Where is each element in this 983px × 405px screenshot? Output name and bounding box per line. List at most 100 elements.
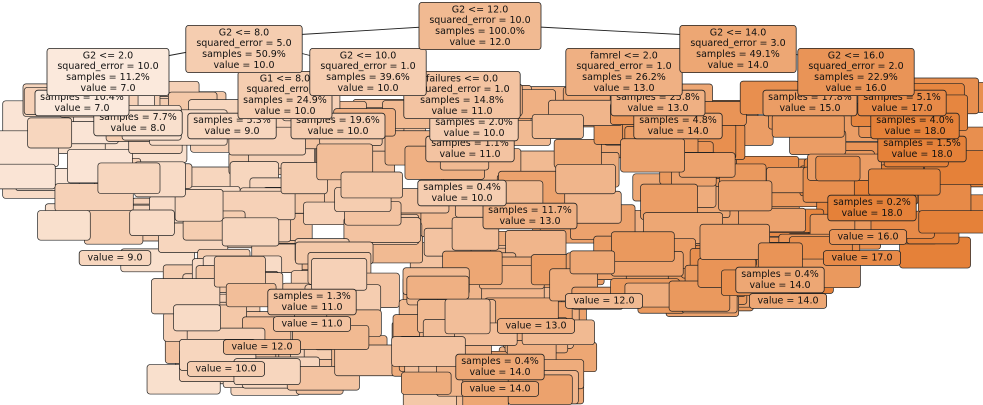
- node-label-line: samples = 0.4%: [423, 182, 501, 193]
- tree-node-n24: value = 16.0: [829, 229, 908, 245]
- node-label-line: value = 10.0: [195, 364, 256, 375]
- node-box: [272, 316, 351, 332]
- node-label-line: famrel <= 2.0: [590, 50, 658, 61]
- tree-node-n13: samples = 2.0%value = 10.0: [429, 114, 519, 142]
- overlapping-tree-node: [531, 114, 584, 139]
- node-label-line: value = 17.0: [871, 103, 932, 114]
- node-label-line: samples = 19.6%: [296, 115, 380, 126]
- node-label-line: value = 10.0: [337, 83, 398, 94]
- tree-node-n20: samples = 1.5%value = 18.0: [877, 135, 967, 163]
- node-label-line: samples = 5.1%: [863, 92, 941, 103]
- tree-node-n16: samples = 4.8%value = 14.0: [633, 112, 723, 140]
- node-label-line: value = 11.0: [439, 149, 500, 160]
- node-box: [829, 229, 908, 245]
- node-box: [78, 250, 152, 266]
- node-label-line: G1 <= 8.0: [260, 73, 310, 84]
- node-label-line: G2 <= 8.0: [219, 27, 269, 38]
- overlapping-tree-node: [771, 114, 845, 138]
- node-label-line: samples = 14.8%: [420, 95, 504, 106]
- overlapping-tree-node: [406, 275, 470, 300]
- node-box: [417, 179, 507, 207]
- node-label-line: samples = 1.5%: [883, 138, 961, 149]
- overlapping-tree-node: [391, 336, 466, 367]
- node-label-line: value = 18.0: [891, 149, 952, 160]
- node-box: [186, 361, 265, 377]
- overlapping-tree-node: [37, 210, 91, 241]
- node-box: [749, 293, 828, 309]
- node-label-line: samples = 0.4%: [741, 269, 819, 280]
- tree-node-n22: samples = 11.7%value = 13.0: [482, 202, 578, 230]
- tree-node-n36: value = 14.0: [749, 293, 828, 309]
- node-box: [46, 48, 170, 97]
- tree-node-n25: value = 17.0: [823, 250, 902, 266]
- node-label-line: value = 8.0: [110, 123, 165, 134]
- node-label-line: value = 14.0: [647, 126, 708, 137]
- node-label-line: G2 <= 2.0: [83, 50, 133, 61]
- overlapping-tree-node: [611, 231, 675, 262]
- node-label-line: samples = 7.7%: [99, 112, 177, 123]
- node-label-line: value = 14.0: [469, 384, 530, 395]
- overlapping-tree-node: [868, 168, 941, 196]
- node-box: [460, 381, 539, 397]
- node-label-line: squared_error =: [246, 84, 323, 95]
- overlapping-tree-node: [718, 180, 773, 212]
- node-label-line: value = 13.0: [593, 83, 654, 94]
- node-label-line: samples = 39.6%: [326, 72, 410, 83]
- overlapping-tree-node: [173, 304, 221, 332]
- node-label-line: value = 17.0: [831, 253, 892, 264]
- node-label-line: value = 10.0: [254, 106, 315, 117]
- overlapping-tree-node: [918, 210, 983, 234]
- overlapping-tree-node: [340, 171, 403, 199]
- node-label-line: value = 18.0: [841, 208, 902, 219]
- overlapping-tree-node: [27, 117, 73, 149]
- node-label-line: samples = 100.0%: [435, 26, 525, 37]
- tree-node-n27: samples = 0.4%value = 14.0: [735, 266, 825, 294]
- node-label-line: value = 12.0: [449, 37, 510, 48]
- node-label-line: value = 18.0: [884, 126, 945, 137]
- node-label-line: value = 11.0: [431, 106, 492, 117]
- node-label-line: squared_error = 5.0: [196, 38, 291, 49]
- node-label-line: value = 14.0: [749, 280, 810, 291]
- node-label-line: samples = 11.7%: [488, 205, 572, 216]
- node-box: [679, 24, 797, 74]
- tree-node-n26: value = 9.0: [78, 250, 152, 266]
- node-box: [823, 250, 902, 266]
- node-label-line: squared_error = 1.0: [414, 84, 509, 95]
- tree-edge-n0-n1: [291, 25, 441, 38]
- overlapping-tree-node: [129, 209, 175, 236]
- node-label-line: samples = 26.2%: [582, 72, 666, 83]
- tree-node-n31: value = 13.0: [496, 318, 575, 334]
- overlapping-tree-node: [97, 162, 161, 194]
- node-box: [418, 1, 542, 51]
- node-label-line: squared_error = 1.0: [320, 61, 415, 72]
- node-label-line: samples = 50.9%: [202, 49, 286, 60]
- node-label-line: value = 12.0: [573, 296, 634, 307]
- node-label-line: squared_error = 2.0: [808, 61, 903, 72]
- node-box: [185, 24, 303, 74]
- node-box: [735, 266, 825, 294]
- node-label-line: value = 12.0: [231, 342, 292, 353]
- node-box: [267, 288, 357, 316]
- node-label-line: value = 15.0: [779, 103, 840, 114]
- node-box: [187, 112, 277, 140]
- tree-node-n30: value = 12.0: [565, 293, 644, 309]
- tree-node-n32: value = 10.0: [186, 361, 265, 377]
- tree-node-n29: value = 11.0: [272, 316, 351, 332]
- overlapping-tree-node: [0, 163, 56, 190]
- node-label-line: samples = 22.9%: [814, 72, 898, 83]
- tree-node-n21: samples = 0.4%value = 10.0: [417, 179, 507, 207]
- tree-node-n19: samples = 4.0%value = 18.0: [870, 112, 960, 140]
- node-label-line: value = 13.0: [499, 216, 560, 227]
- tree-node-n23: samples = 0.2%value = 18.0: [827, 194, 917, 222]
- node-label-line: samples = 25.8%: [616, 92, 700, 103]
- overlapping-tree-node: [815, 155, 861, 182]
- node-label-line: samples = 49.1%: [696, 49, 780, 60]
- node-label-line: samples = 2.0%: [435, 117, 513, 128]
- node-label-line: value = 13.0: [627, 103, 688, 114]
